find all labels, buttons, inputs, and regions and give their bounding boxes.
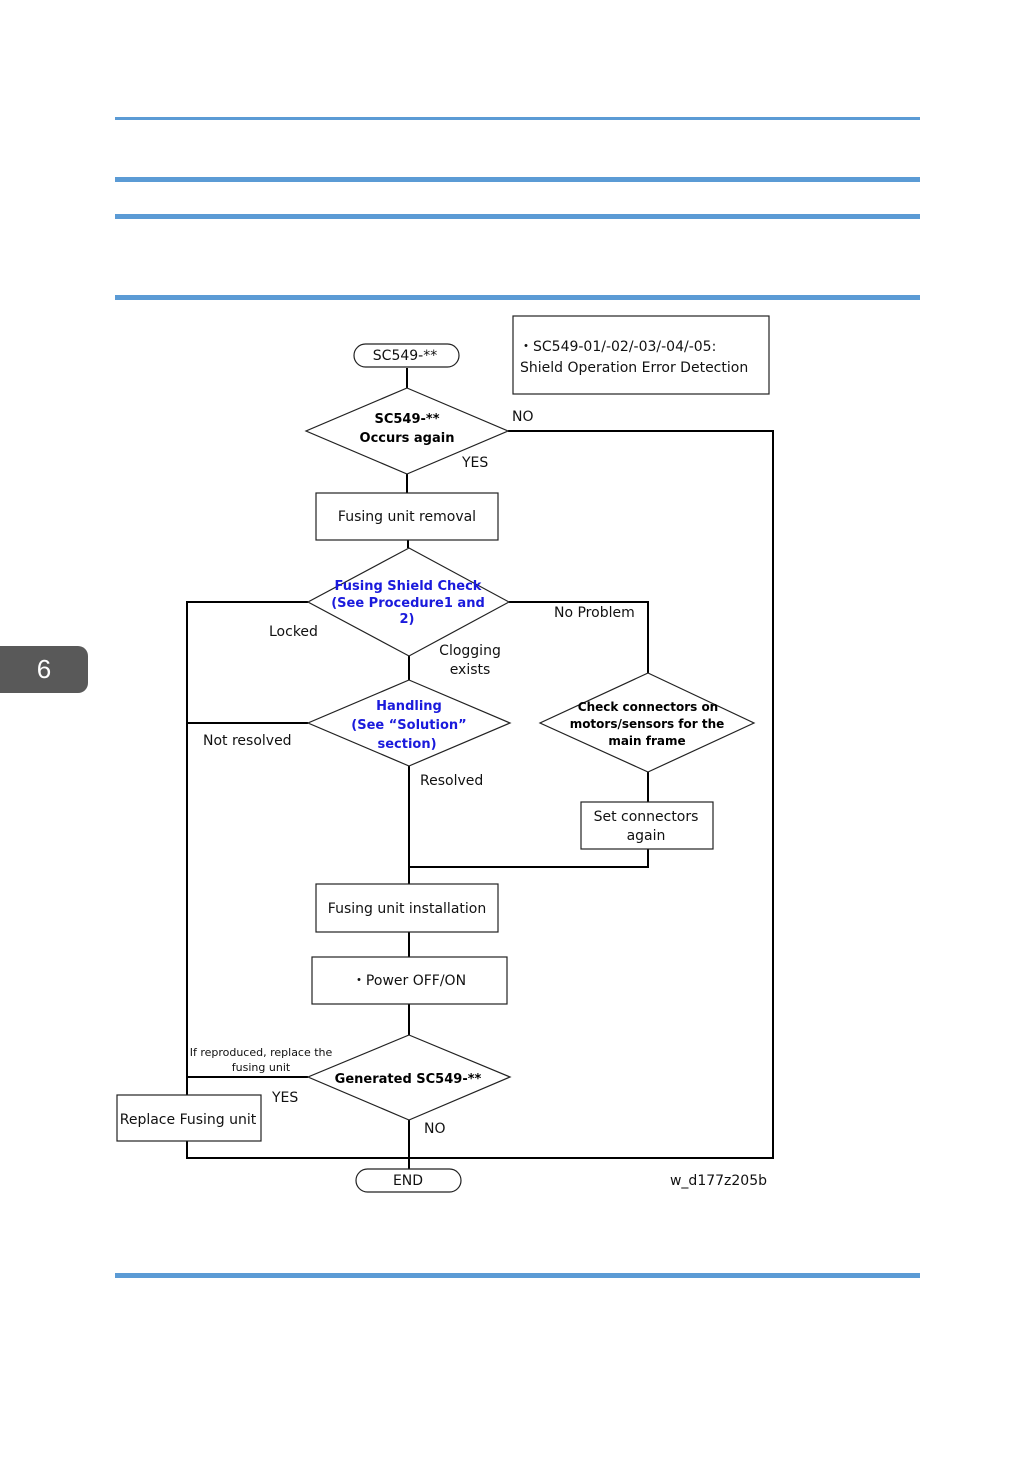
label-locked: Locked [269, 624, 318, 640]
d1-line-2: Occurs again [360, 431, 455, 446]
process-replace-fusing-unit [116, 1094, 262, 1142]
installation-label: Fusing unit installation [328, 901, 486, 917]
note-box [512, 315, 770, 395]
connector-lines [186, 368, 774, 1170]
d4-line-1: Check connectors on [578, 700, 718, 714]
d2-line-3: 2) [400, 612, 415, 627]
end-label: END [393, 1173, 423, 1189]
d5-label: Generated SC549-** [335, 1072, 482, 1087]
label-yes-1: YES [461, 455, 488, 471]
set-conn-line-1: Set connectors [594, 809, 699, 825]
top-rule-thin [115, 117, 920, 120]
decision-occurs-again [304, 387, 510, 475]
process-power-off-on [311, 956, 508, 1005]
decision-check-connectors [538, 672, 756, 773]
reproduced-line-1: If reproduced, replace the [190, 1046, 333, 1059]
reproduced-line-2: fusing unit [232, 1061, 291, 1074]
section-rule [115, 295, 920, 300]
note-line-1: ・SC549-01/-02/-03/-04/-05: [519, 339, 716, 355]
end-terminal [355, 1168, 462, 1193]
header-rule-1 [115, 177, 920, 182]
label-no-problem: No Problem [554, 605, 635, 621]
label-clogging-1: Clogging [439, 643, 501, 659]
d4-line-3: main frame [608, 734, 685, 748]
removal-label: Fusing unit removal [338, 509, 476, 525]
header-rule-2 [115, 214, 920, 219]
set-conn-line-2: again [627, 828, 666, 844]
d3-line-1: Handling [376, 699, 442, 714]
label-no-1: NO [512, 409, 534, 425]
label-not-resolved: Not resolved [203, 733, 292, 749]
d1-line-1: SC549-** [374, 412, 439, 427]
chapter-tab[interactable]: 6 [0, 646, 88, 693]
process-set-connectors [580, 801, 714, 850]
figure-id: w_d177z205b [670, 1173, 767, 1189]
process-fusing-unit-installation [315, 883, 499, 933]
note-line-2: Shield Operation Error Detection [520, 360, 748, 376]
bottom-rule [115, 1273, 920, 1278]
decision-generated-sc549 [306, 1034, 512, 1121]
d2-line-2: (See Procedure1 and [331, 596, 485, 611]
decision-handling [306, 679, 512, 767]
start-terminal [353, 343, 460, 368]
d3-line-2: (See “Solution” [351, 718, 466, 733]
chapter-number: 6 [36, 654, 52, 684]
start-label: SC549-** [373, 348, 437, 364]
label-clogging-2: exists [450, 662, 491, 678]
power-label: ・Power OFF/ON [352, 973, 466, 989]
decision-fusing-shield-check [306, 547, 511, 657]
d2-line-1: Fusing Shield Check [335, 579, 482, 594]
label-no-2: NO [424, 1121, 446, 1137]
d4-line-2: motors/sensors for the [570, 717, 725, 731]
label-yes-2: YES [271, 1090, 298, 1106]
label-resolved: Resolved [420, 773, 483, 789]
process-fusing-unit-removal [315, 492, 499, 541]
replace-label: Replace Fusing unit [120, 1112, 257, 1128]
d3-line-3: section) [377, 737, 436, 752]
